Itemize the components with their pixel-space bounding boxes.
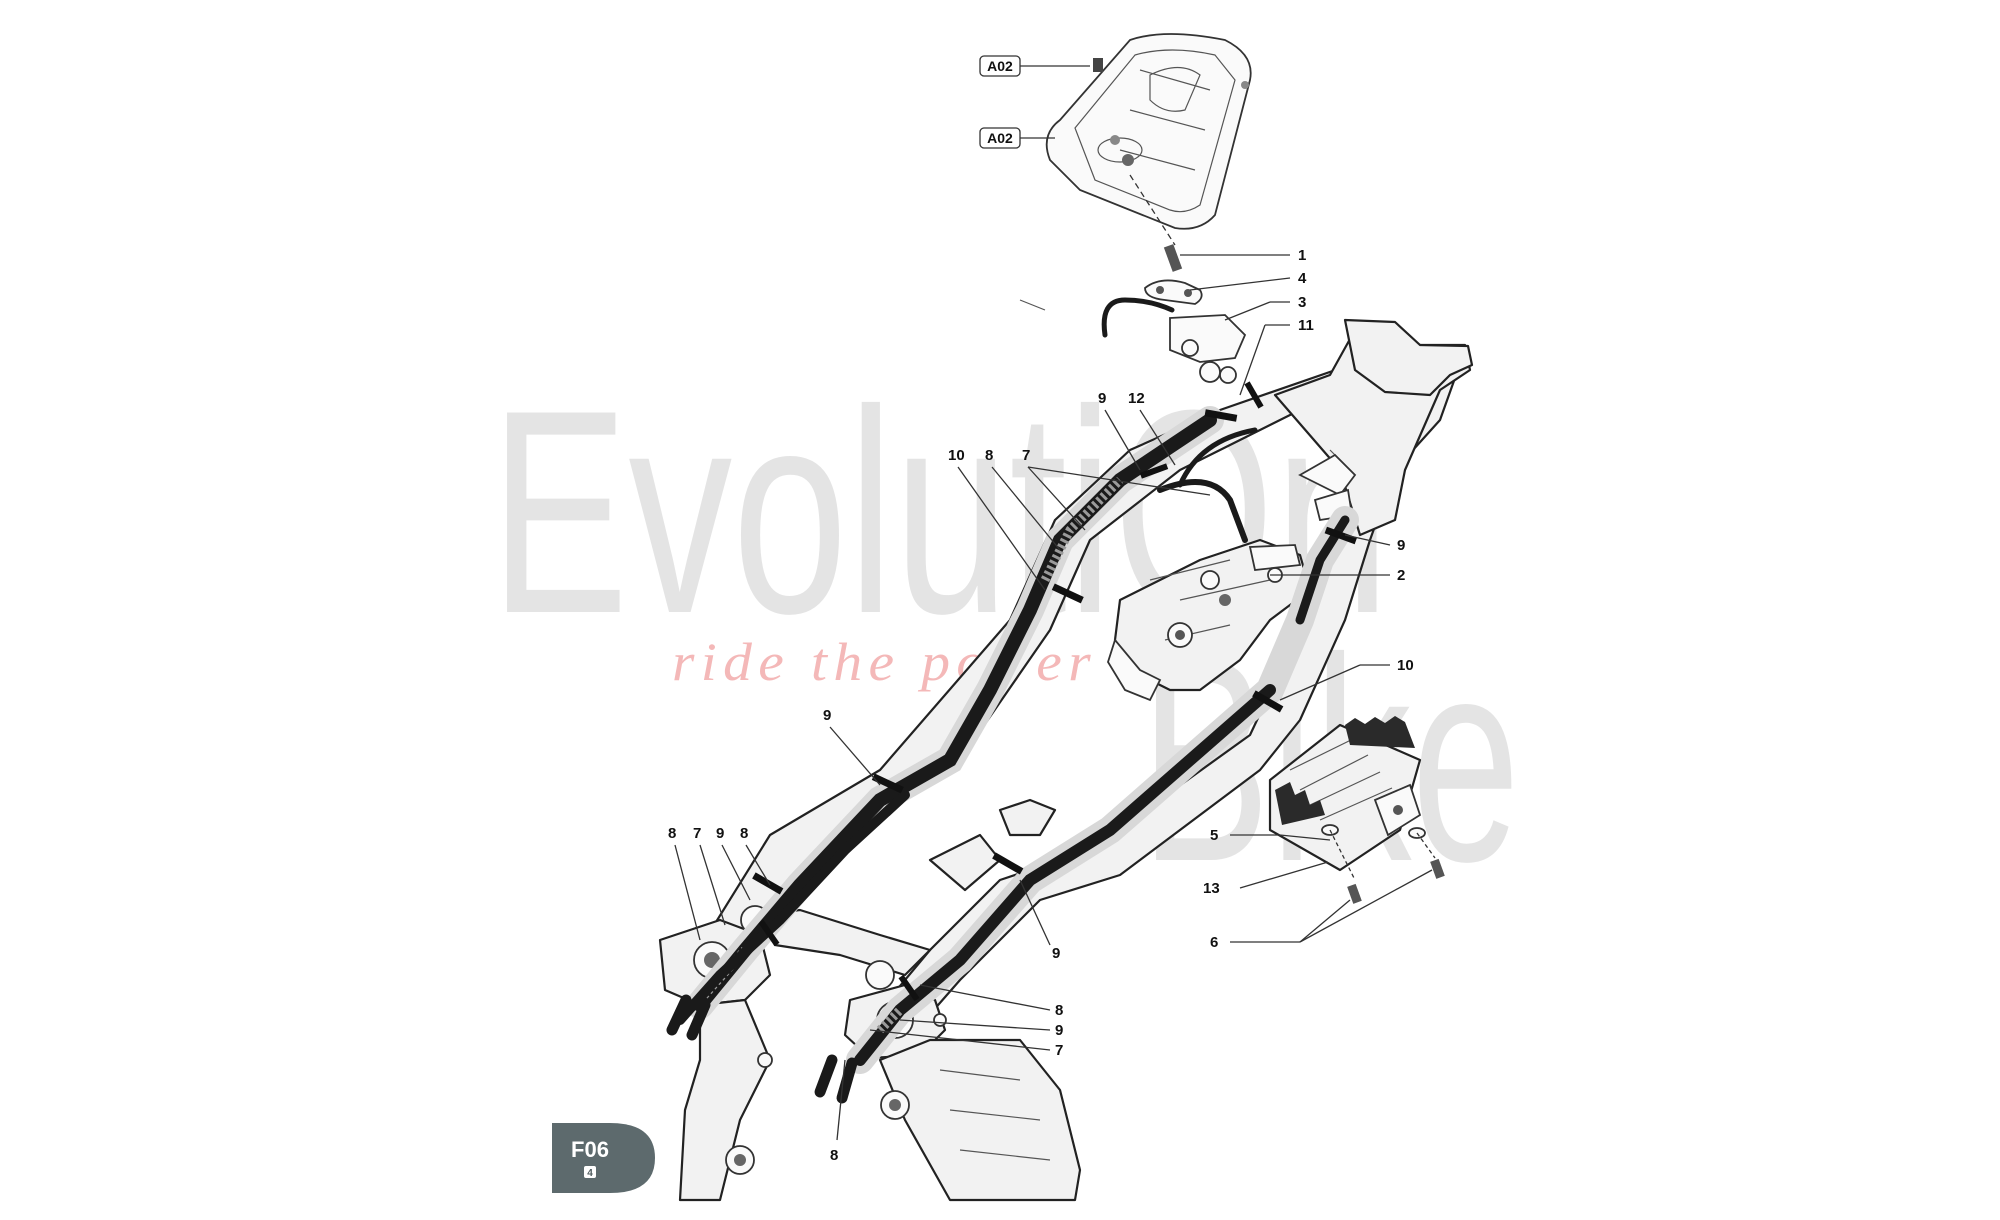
cover-fastener: [1093, 58, 1103, 72]
sensor-assembly: [1101, 244, 1247, 384]
reference-label: A02: [987, 130, 1013, 146]
callout-10-right: 10: [1397, 657, 1414, 674]
cover-bolt-hole: [1122, 154, 1134, 166]
callouts: 1 4 3 11 9 12 10 8 7 9 2 1: [668, 247, 1433, 1164]
callout-2: 2: [1397, 567, 1405, 584]
reference-label: A02: [987, 58, 1013, 74]
callout-8-front: 8: [1055, 1002, 1063, 1019]
callout-7-upper: 7: [1022, 447, 1030, 464]
callout-4: 4: [1298, 270, 1307, 287]
badge-sub-box: [584, 1166, 596, 1178]
callout-7-front: 7: [1055, 1042, 1063, 1059]
callout-11: 11: [1298, 317, 1314, 334]
callout-9-right: 9: [1397, 537, 1405, 554]
callout-8-lower-a: 8: [668, 825, 676, 842]
tail-cover-part: [1045, 33, 1252, 230]
callout-1: 1: [1298, 247, 1306, 264]
callout-8-lower-b: 8: [740, 825, 748, 842]
voltage-regulator: [1268, 716, 1422, 872]
callout-6: 6: [1210, 934, 1218, 951]
badge-code: F06: [571, 1137, 609, 1162]
callout-7-lower: 7: [693, 825, 701, 842]
page-badge: F06 4: [552, 1123, 655, 1193]
callout-13: 13: [1203, 880, 1220, 897]
cable-ties: [752, 381, 1358, 1002]
callout-9-lower-right: 9: [1052, 945, 1060, 962]
callout-9-front: 9: [1055, 1022, 1063, 1039]
callout-3: 3: [1298, 294, 1306, 311]
callout-8-upper: 8: [985, 447, 993, 464]
badge-sub: 4: [587, 1168, 593, 1179]
callout-9-lower: 9: [716, 825, 724, 842]
reference-tag-a02-bottom: A02: [979, 127, 1055, 149]
fasteners: [1321, 824, 1445, 904]
callout-9-mid: 9: [823, 707, 831, 724]
callout-5: 5: [1210, 827, 1218, 844]
callout-10-upper: 10: [948, 447, 965, 464]
callout-8-bottom: 8: [830, 1147, 838, 1164]
callout-9-upper: 9: [1098, 390, 1106, 407]
reference-tag-a02-top: A02: [979, 55, 1090, 77]
callout-12: 12: [1128, 390, 1145, 407]
